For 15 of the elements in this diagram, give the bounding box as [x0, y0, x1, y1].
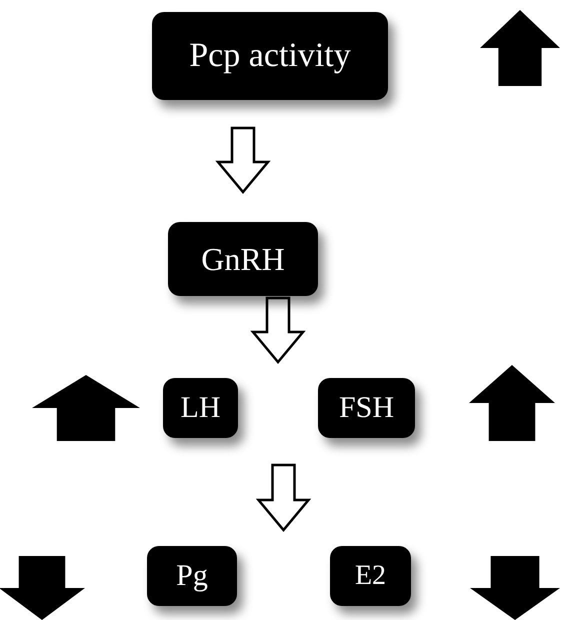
box-label: Pg [176, 559, 208, 593]
block-arrow [256, 464, 312, 532]
box-label: E2 [354, 560, 386, 592]
process-box [168, 222, 318, 296]
process-box [330, 546, 411, 606]
process-box [147, 546, 237, 606]
process-box [318, 378, 415, 438]
box-label: GnRH [201, 240, 285, 278]
block-arrow [250, 296, 306, 364]
box-label: FSH [338, 391, 394, 425]
box-label: Pcp activity [189, 37, 351, 75]
box-label: LH [180, 391, 220, 425]
process-box [152, 12, 388, 100]
process-box [163, 378, 238, 438]
block-arrow [215, 126, 271, 194]
